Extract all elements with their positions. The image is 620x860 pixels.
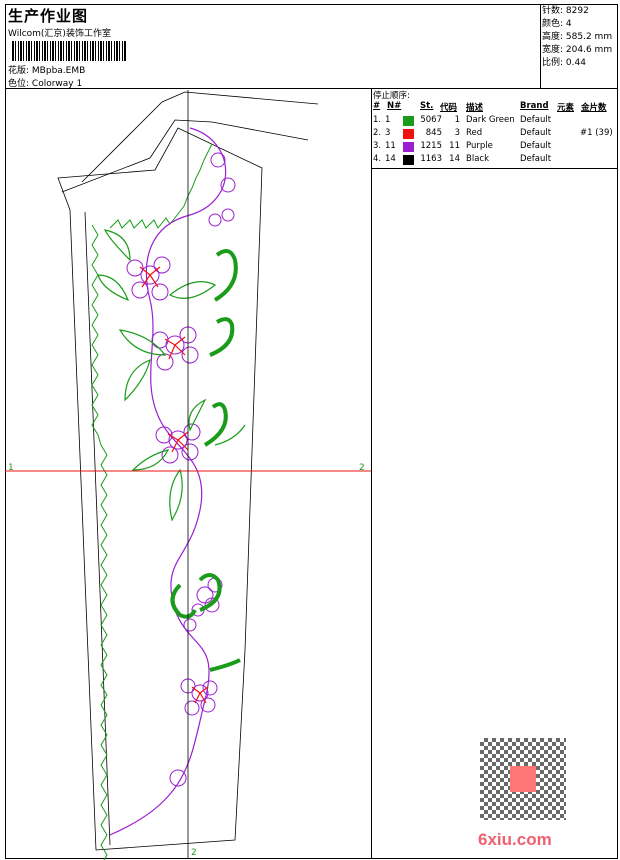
column-header: Brand xyxy=(520,101,549,111)
table-header: # N# St. 代码描述 Brand 元素金片数 xyxy=(372,101,618,114)
qr-code xyxy=(480,738,566,820)
column-header: N# xyxy=(387,101,402,111)
stat-row: 高度: 585.2 mm xyxy=(542,32,613,42)
watermark-text: 6xiu.com xyxy=(478,830,552,849)
stat-row: 颜色: 4 xyxy=(542,19,572,29)
color-swatch xyxy=(403,129,414,139)
design-stats: 针数: 8292 颜色: 4 高度: 585.2 mm 宽度: 204.6 mm 比例:… xyxy=(541,4,618,89)
zigzag-border-top xyxy=(109,143,213,229)
column-header: St. xyxy=(420,101,434,111)
page-frame xyxy=(5,4,618,859)
crosshair-label-bottom: 2 xyxy=(191,848,197,858)
red-centers xyxy=(139,266,209,704)
crosshair-label-right: 2 xyxy=(359,463,365,473)
leaves xyxy=(97,229,246,522)
crosshair-label-left: 1 xyxy=(8,463,14,473)
column-header: # xyxy=(373,101,381,111)
garment-outline xyxy=(57,91,319,851)
seal-stamp xyxy=(510,766,536,792)
page-title: 生产作业图 xyxy=(8,7,89,25)
stat-row: 比例: 0.44 xyxy=(542,58,586,68)
color-swatch xyxy=(403,142,414,152)
zigzag-border-left xyxy=(91,224,108,860)
divider xyxy=(371,88,372,859)
design-file: 花版: MBpba.EMB xyxy=(8,66,86,76)
color-swatch xyxy=(403,155,414,165)
color-swatch xyxy=(403,116,414,126)
column-header: 金片数 xyxy=(581,103,607,113)
header: 生产作业图 Wilcom(汇京)装饰工作室 花版: MBpba.EMB 色位: … xyxy=(5,4,541,89)
stat-row: 宽度: 204.6 mm xyxy=(542,45,613,55)
stop-sequence-table: 停止顺序: # N# St. 代码描述 Brand 元素金片数 1.1 5067 1 Dar… xyxy=(372,89,618,169)
column-header: 元素 xyxy=(557,103,575,113)
company-name: Wilcom(汇京)装饰工作室 xyxy=(8,29,111,39)
curls xyxy=(170,249,241,672)
column-header: 描述 xyxy=(466,103,484,113)
stem-purple xyxy=(109,127,227,836)
colorway: 色位: Colorway 1 xyxy=(8,79,83,89)
barcode xyxy=(12,41,126,61)
stop-sequence-label: 停止顺序: xyxy=(373,91,410,101)
stat-row: 针数: 8292 xyxy=(542,6,589,16)
column-header: 代码 xyxy=(440,103,458,113)
flowers xyxy=(126,152,236,787)
